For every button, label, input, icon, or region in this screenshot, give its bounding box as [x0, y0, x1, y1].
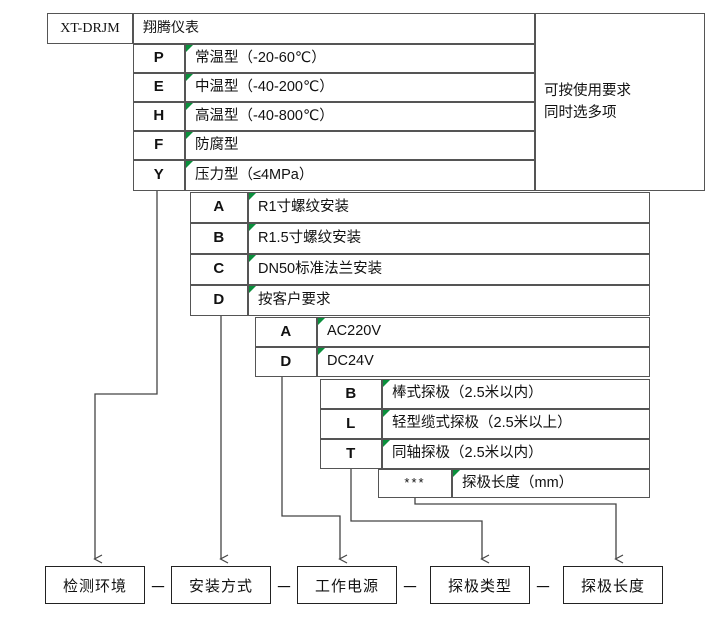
connector-power	[281, 377, 348, 564]
model-prefix-text: XT-DRJM	[60, 20, 120, 36]
installation-desc-text: R1.5寸螺纹安装	[258, 229, 362, 246]
installation-code-text: A	[213, 198, 225, 216]
legend-separator-text: －	[149, 577, 167, 597]
installation-code-cell: B	[190, 223, 248, 254]
legend-separator-text: －	[275, 577, 293, 597]
side-note: 可按使用要求 同时选多项	[535, 13, 705, 191]
connector-probe-length	[414, 498, 624, 564]
probe-type-code-cell: T	[320, 439, 382, 469]
installation-desc-cell: R1.5寸螺纹安装	[248, 223, 650, 254]
power-desc-cell: AC220V	[317, 317, 650, 347]
legend-box-environment: 检测环境	[45, 566, 145, 604]
environment-code-cell: F	[133, 131, 185, 160]
probe-type-desc-text: 同轴探极（2.5米以内）	[392, 445, 543, 462]
power-desc-text: DC24V	[327, 353, 374, 370]
power-desc-cell: DC24V	[317, 347, 650, 377]
power-code-text: A	[280, 322, 292, 340]
probe-type-code-text: B	[345, 384, 357, 402]
side-note-line2: 同时选多项	[544, 105, 617, 121]
legend-separator: －	[397, 566, 423, 604]
probe-length-desc-text: 探极长度（mm）	[462, 474, 574, 491]
environment-code-cell: E	[133, 73, 185, 102]
probe-type-code-cell: L	[320, 409, 382, 439]
probe-type-desc-cell: 轻型缆式探极（2.5米以上）	[382, 409, 650, 439]
environment-code-text: E	[153, 78, 165, 96]
environment-code-cell: H	[133, 102, 185, 131]
brand-cell: 翔腾仪表	[133, 13, 535, 44]
connector-probe-type	[350, 469, 490, 564]
installation-desc-text: DN50标准法兰安装	[258, 260, 383, 277]
installation-code-text: B	[213, 229, 225, 247]
legend-box-probe-length: 探极长度	[563, 566, 663, 604]
installation-desc-cell: DN50标准法兰安装	[248, 254, 650, 285]
legend-separator-text: －	[534, 577, 552, 597]
installation-code-cell: A	[190, 192, 248, 223]
legend-label: 探极类型	[447, 577, 512, 595]
legend-label: 检测环境	[62, 577, 127, 595]
environment-desc-cell: 中温型（-40-200℃）	[185, 73, 535, 102]
environment-desc-text: 常温型（-20-60℃）	[195, 49, 326, 66]
installation-desc-cell: R1寸螺纹安装	[248, 192, 650, 223]
legend-separator-text: －	[401, 577, 419, 597]
probe-length-code-cell: ***	[378, 469, 452, 498]
environment-code-cell: P	[133, 44, 185, 73]
legend-separator: －	[145, 566, 171, 604]
environment-code-text: F	[154, 136, 164, 154]
probe-type-code-cell: B	[320, 379, 382, 409]
installation-code-text: C	[213, 260, 225, 278]
probe-type-code-text: L	[346, 414, 356, 432]
environment-desc-text: 压力型（≤4MPa）	[195, 166, 314, 183]
probe-type-desc-cell: 同轴探极（2.5米以内）	[382, 439, 650, 469]
environment-code-cell: Y	[133, 160, 185, 191]
legend-label: 工作电源	[314, 577, 379, 595]
power-code-cell: D	[255, 347, 317, 377]
model-prefix-cell: XT-DRJM	[47, 13, 133, 44]
environment-desc-cell: 压力型（≤4MPa）	[185, 160, 535, 191]
power-desc-text: AC220V	[327, 323, 382, 340]
environment-desc-cell: 常温型（-20-60℃）	[185, 44, 535, 73]
installation-code-text: D	[213, 291, 225, 309]
probe-length-code-text: ***	[404, 475, 426, 491]
legend-separator: －	[530, 566, 556, 604]
installation-desc-text: R1寸螺纹安装	[258, 198, 350, 215]
probe-length-desc-cell: 探极长度（mm）	[452, 469, 650, 498]
legend-box-installation: 安装方式	[171, 566, 271, 604]
brand-text: 翔腾仪表	[143, 20, 199, 36]
probe-type-desc-text: 棒式探极（2.5米以内）	[392, 385, 543, 402]
legend-box-power: 工作电源	[297, 566, 397, 604]
probe-type-code-text: T	[346, 444, 356, 462]
probe-type-desc-text: 轻型缆式探极（2.5米以上）	[392, 415, 572, 432]
installation-code-cell: C	[190, 254, 248, 285]
legend-separator: －	[271, 566, 297, 604]
environment-code-text: Y	[153, 166, 165, 184]
installation-code-cell: D	[190, 285, 248, 316]
environment-desc-cell: 高温型（-40-800℃）	[185, 102, 535, 131]
environment-desc-text: 中温型（-40-200℃）	[195, 78, 334, 95]
environment-code-text: H	[153, 107, 165, 125]
environment-desc-text: 高温型（-40-800℃）	[195, 107, 334, 124]
probe-type-desc-cell: 棒式探极（2.5米以内）	[382, 379, 650, 409]
legend-box-probe-type: 探极类型	[430, 566, 530, 604]
environment-desc-text: 防腐型	[195, 136, 239, 153]
environment-code-text: P	[153, 49, 165, 67]
environment-desc-cell: 防腐型	[185, 131, 535, 160]
power-code-cell: A	[255, 317, 317, 347]
installation-desc-text: 按客户要求	[258, 291, 331, 308]
side-note-line1: 可按使用要求	[544, 82, 631, 99]
legend-label: 安装方式	[188, 577, 253, 595]
connector-environment	[93, 191, 158, 564]
installation-desc-cell: 按客户要求	[248, 285, 650, 316]
legend-label: 探极长度	[580, 577, 645, 595]
power-code-text: D	[280, 352, 292, 370]
